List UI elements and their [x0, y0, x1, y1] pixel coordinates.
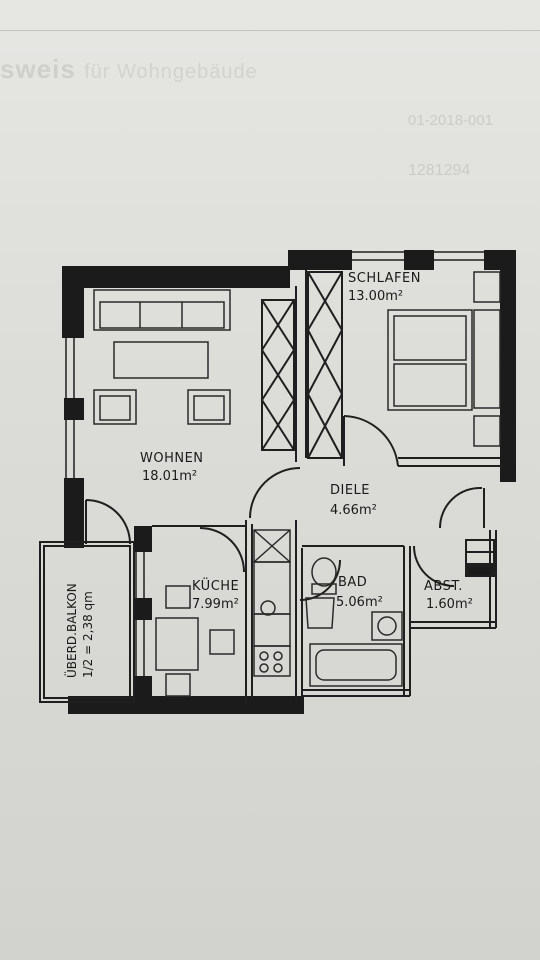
room-area-kueche: 7.99m²: [192, 597, 239, 612]
room-area-schlafen: 13.00m²: [348, 289, 404, 304]
room-area-abst: 1.60m²: [426, 597, 473, 612]
room-name-schlafen: SCHLAFEN: [348, 271, 421, 286]
stair-shaft: [465, 539, 495, 577]
room-name-bad: BAD: [338, 575, 368, 590]
room-name-wohnen: WOHNEN: [140, 451, 204, 466]
document-number: 1281294: [408, 162, 471, 179]
balcony-label-line1: ÜBERD.BALKON: [65, 583, 79, 678]
room-area-diele: 4.66m²: [330, 503, 377, 518]
document-title: sweis für Wohngebäude: [0, 54, 258, 85]
document-id: 01-2018-001: [408, 112, 494, 129]
kitchen-furniture: [155, 529, 291, 697]
exterior-walls: [62, 250, 516, 714]
living-room-furniture: [93, 289, 231, 425]
room-area-wohnen: 18.01m²: [142, 469, 198, 484]
room-area-bad: 5.06m²: [336, 595, 383, 610]
room-name-diele: DIELE: [330, 483, 371, 498]
room-name-abst: ABST.: [424, 579, 463, 594]
header-divider: [0, 30, 540, 31]
windows: [65, 251, 484, 676]
bedroom-furniture: [387, 271, 501, 447]
room-name-kueche: KÜCHE: [192, 579, 240, 594]
document-title-light: für Wohngebäude: [84, 61, 258, 83]
document-title-bold: sweis: [0, 54, 76, 84]
balcony-label: ÜBERD.BALKON 1/2 = 2,38 qm: [64, 583, 96, 678]
bathroom-fixtures: [305, 557, 403, 687]
balcony-label-line2: 1/2 = 2,38 qm: [81, 591, 95, 678]
balcony: [39, 499, 135, 703]
interior-lines: [152, 270, 502, 704]
